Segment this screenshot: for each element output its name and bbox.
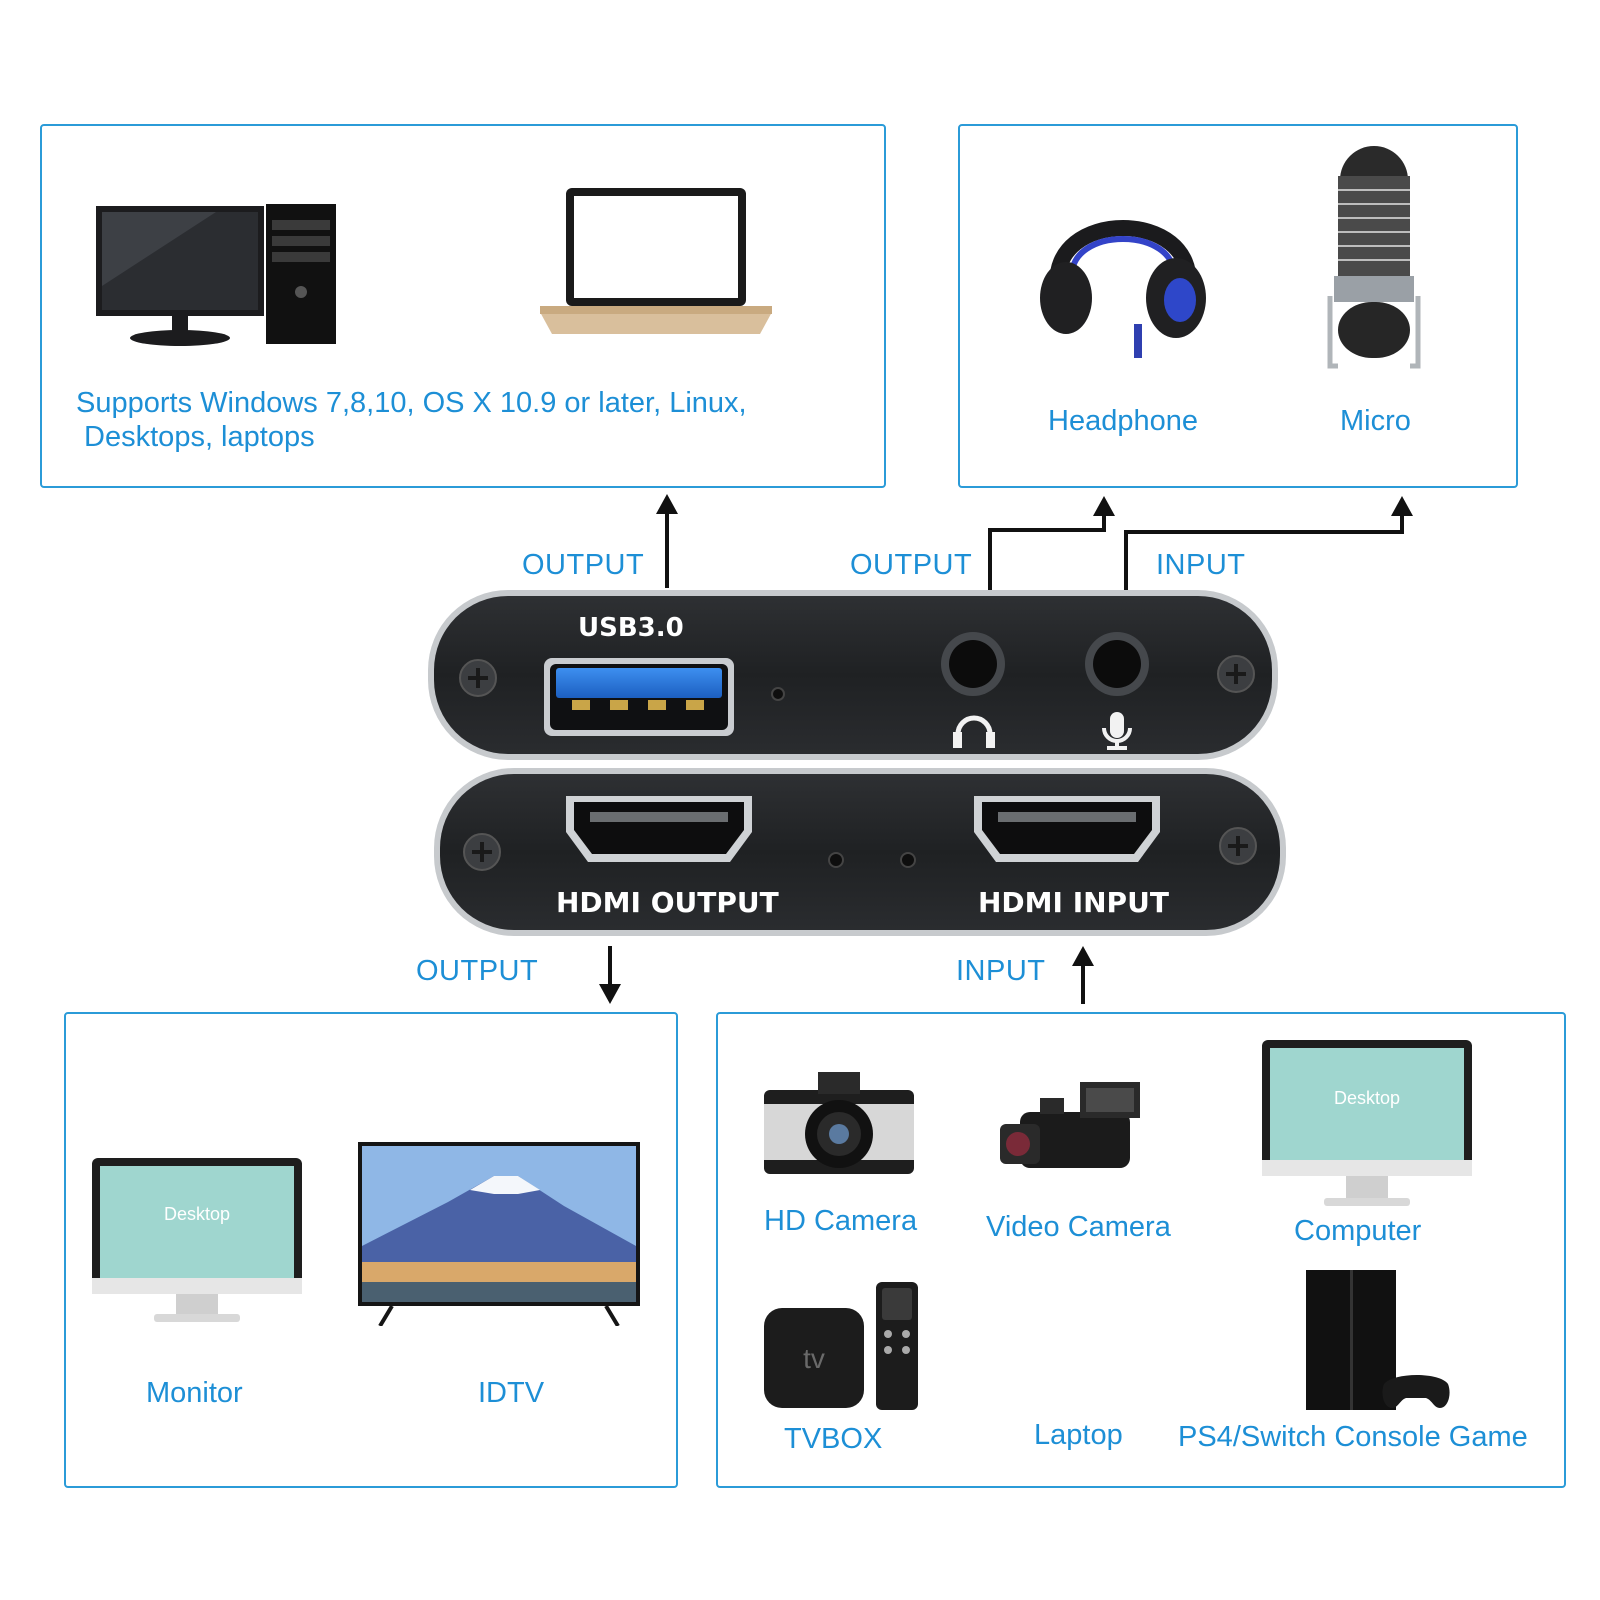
- audio-input-label: INPUT: [1156, 549, 1246, 581]
- usb-label: USB3.0: [578, 613, 684, 643]
- headphone-jack-icon: [941, 632, 1005, 696]
- console-icon: [1306, 1270, 1450, 1410]
- tv-icon: [358, 1142, 640, 1326]
- os-support-text: Supports Windows 7,8,10, OS X 10.9 or la…: [76, 386, 856, 454]
- arrow-up-head: [1391, 496, 1413, 516]
- micro-label: Micro: [1340, 405, 1411, 437]
- monitor-label: Monitor: [146, 1377, 243, 1409]
- computer-icon: Desktop: [1262, 1040, 1472, 1206]
- headphone-symbol-icon: [953, 715, 995, 748]
- idtv-label: IDTV: [478, 1377, 545, 1409]
- computer-label: Computer: [1294, 1215, 1422, 1247]
- hdmi-output-arrow-label: OUTPUT: [416, 955, 539, 987]
- mic-symbol-icon: [1102, 712, 1132, 750]
- arrow-down-head: [599, 984, 621, 1004]
- os-support-line-2: Desktops, laptops: [76, 421, 315, 453]
- hdmi-output-port-icon: [566, 796, 752, 862]
- led-icon: [828, 852, 844, 868]
- usb-output-label: OUTPUT: [522, 549, 645, 581]
- screw-icon: [1219, 827, 1257, 865]
- computer-screen-text: Desktop: [1334, 1088, 1400, 1108]
- console-label: PS4/Switch Console Game: [1178, 1421, 1528, 1453]
- desktop-pc-icon: [96, 204, 336, 346]
- video-camera-label: Video Camera: [986, 1211, 1171, 1243]
- hdmi-input-port-icon: [974, 796, 1160, 862]
- video-camera-icon: [1000, 1082, 1140, 1168]
- tvbox-text: tv: [803, 1343, 825, 1374]
- hdmi-output-label: HDMI OUTPUT: [556, 886, 779, 919]
- led-icon: [771, 687, 785, 701]
- audio-output-label: OUTPUT: [850, 549, 973, 581]
- usb-port-icon: [544, 658, 734, 736]
- screw-icon: [463, 833, 501, 871]
- headphone-icon: [1040, 220, 1206, 358]
- monitor-icon: Desktop: [92, 1158, 302, 1322]
- hdmi-input-label: HDMI INPUT: [978, 886, 1169, 919]
- arrow-up-head: [656, 494, 678, 514]
- screw-icon: [1217, 655, 1255, 693]
- screw-icon: [459, 659, 497, 697]
- laptop-icon: [540, 188, 772, 334]
- headphone-label: Headphone: [1048, 405, 1198, 437]
- hd-camera-label: HD Camera: [764, 1205, 918, 1237]
- arrow-up-head: [1093, 496, 1115, 516]
- hdmi-input-arrow-label: INPUT: [956, 955, 1046, 987]
- microphone-icon: [1327, 146, 1421, 369]
- laptop-label: Laptop: [1034, 1419, 1123, 1451]
- mic-jack-icon: [1085, 632, 1149, 696]
- tvbox-label: TVBOX: [784, 1423, 883, 1455]
- tvbox-icon: tv: [764, 1282, 918, 1410]
- led-icon: [900, 852, 916, 868]
- os-support-line-1: Supports Windows 7,8,10, OS X 10.9 or la…: [76, 387, 747, 419]
- camera-icon: [764, 1072, 914, 1174]
- arrow-up-head: [1072, 946, 1094, 966]
- monitor-screen-text: Desktop: [164, 1204, 230, 1224]
